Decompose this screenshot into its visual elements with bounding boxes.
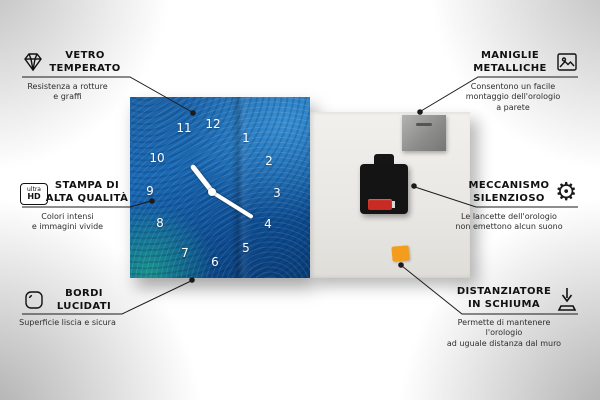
callout-title-stampa: STAMPA DI ALTA QUALITÀ xyxy=(45,180,129,204)
hanger-slot xyxy=(416,123,432,126)
ultra-hd-badge-bottom: HD xyxy=(27,192,41,201)
arrow-down-icon xyxy=(555,285,579,317)
clock-number-9: 9 xyxy=(146,184,154,198)
clock-number-12: 12 xyxy=(205,117,221,131)
metal-hanger-plate xyxy=(402,115,446,151)
callout-title-bordi: BORDI LUCIDATI xyxy=(56,288,112,312)
mechanism-hook xyxy=(374,154,394,166)
foam-spacer xyxy=(391,245,410,262)
clock-number-3: 3 xyxy=(273,186,281,200)
battery xyxy=(368,199,395,210)
clock-number-6: 6 xyxy=(211,255,219,269)
callout-subtitle-bordi: Superficie liscia e sicura xyxy=(19,318,116,327)
diamond-icon xyxy=(21,50,45,78)
clock-number-10: 10 xyxy=(149,151,165,165)
gear-icon: ⚙ xyxy=(555,177,578,206)
clock-mechanism xyxy=(360,164,408,214)
callout-title-distanziatore: DISTANZIATORE IN SCHIUMA xyxy=(456,286,552,310)
clock-number-4: 4 xyxy=(264,217,272,231)
panel-fold-highlight xyxy=(130,97,310,278)
clock-number-11: 11 xyxy=(176,121,192,135)
callout-subtitle-distanziatore: Permette di mantenere l'orologio ad ugua… xyxy=(446,318,562,348)
clock-center-cap xyxy=(208,188,216,196)
battery-tip xyxy=(392,201,395,208)
rounded-square-icon xyxy=(22,288,46,316)
callout-title-meccanismo: MECCANISMO SILENZIOSO xyxy=(468,180,550,204)
clock-front-panel: 12 1 2 3 4 5 6 7 8 9 10 11 xyxy=(130,97,310,278)
clock-number-1: 1 xyxy=(242,131,250,145)
ultra-hd-badge-top: ultra xyxy=(27,186,41,193)
clock-number-8: 8 xyxy=(156,216,164,230)
callout-title-maniglie: MANIGLIE METALLICHE xyxy=(473,50,547,74)
callout-subtitle-vetro: Resistenza a rotture e graffi xyxy=(27,82,108,102)
callout-subtitle-stampa: Colori intensi e immagini vivide xyxy=(31,212,104,232)
clock-number-5: 5 xyxy=(242,241,250,255)
callout-subtitle-meccanismo: Le lancette dell'orologio non emettono a… xyxy=(455,212,563,232)
clock-number-7: 7 xyxy=(181,246,189,260)
callout-title-vetro: VETRO TEMPERATO xyxy=(49,50,121,74)
clock-number-2: 2 xyxy=(265,154,273,168)
clock-back-panel xyxy=(310,112,470,278)
ultra-hd-icon: ultra HD xyxy=(20,183,48,205)
picture-frame-icon xyxy=(554,50,580,78)
callout-subtitle-maniglie: Consentono un facile montaggio dell'orol… xyxy=(465,82,561,112)
connector-dot-bordi xyxy=(189,277,195,283)
